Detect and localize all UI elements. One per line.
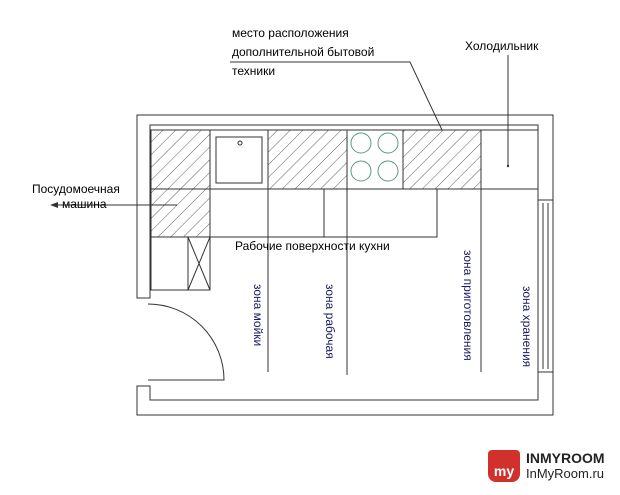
logo-name: INMYROOM — [526, 450, 605, 466]
fridge — [480, 129, 539, 190]
window — [537, 199, 554, 373]
appliances-label-line2: дополнительной бытовой — [232, 45, 374, 59]
work-surfaces-label: Рабочие поверхности кухни — [235, 239, 390, 253]
zone-storage-label: зона хранения — [520, 286, 534, 367]
appliances-leader — [230, 61, 443, 131]
zone-lines — [267, 130, 482, 375]
logo-badge-text: my — [493, 463, 515, 479]
zone-wash-label: зона мойки — [251, 284, 265, 346]
fridge-label: Холодильник — [465, 39, 539, 53]
entrance-door — [147, 303, 225, 381]
walls — [136, 114, 554, 416]
dishwasher-label-line2: машина — [62, 197, 107, 211]
appliances-label-line3: техники — [232, 64, 275, 78]
logo-badge-icon: my — [488, 450, 520, 482]
lower-counter — [150, 188, 438, 291]
top-counter — [150, 129, 539, 190]
dishwasher-arrow — [50, 202, 177, 208]
appliances-label-line1: место расположения — [232, 26, 349, 40]
dishwasher-label-line1: Посудомоечная — [32, 182, 120, 196]
inmyroom-logo[interactable]: my INMYROOM InMyRoom.ru — [488, 450, 605, 482]
sink — [209, 129, 269, 190]
logo-url: InMyRoom.ru — [526, 466, 605, 481]
cooktop — [346, 129, 404, 190]
zone-work-label: зона рабочая — [323, 284, 337, 359]
zone-cooking-label: зона приготовления — [461, 250, 475, 361]
